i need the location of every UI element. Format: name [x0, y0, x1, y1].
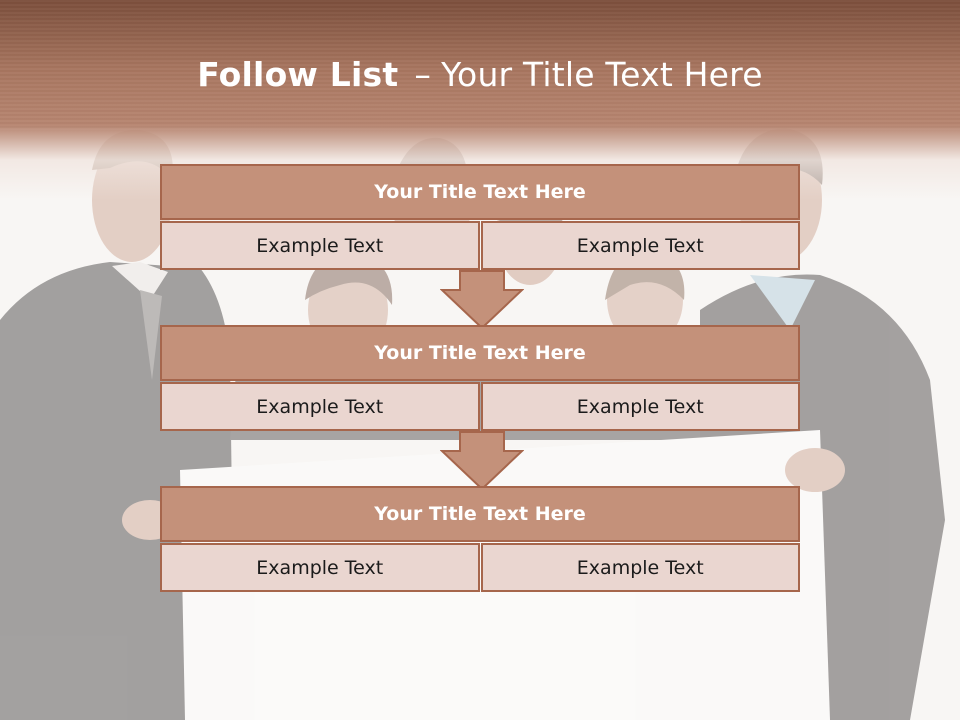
- page-title: Follow List–Your Title Text Here: [0, 55, 960, 94]
- block-cell-right: Example Text: [480, 382, 800, 431]
- woman-head-right: [607, 254, 683, 346]
- block-title: Your Title Text Here: [160, 164, 800, 220]
- title-dash: –: [414, 55, 432, 94]
- down-arrow-icon: [440, 431, 524, 491]
- block-row: Example Text Example Text: [160, 221, 800, 270]
- block-row: Example Text Example Text: [160, 543, 800, 592]
- block-cell-left: Example Text: [160, 382, 480, 431]
- list-block-1: Your Title Text Here Example Text Exampl…: [160, 164, 800, 270]
- block-title: Your Title Text Here: [160, 325, 800, 381]
- list-block-3: Your Title Text Here Example Text Exampl…: [160, 486, 800, 592]
- block-row: Example Text Example Text: [160, 382, 800, 431]
- block-title: Your Title Text Here: [160, 486, 800, 542]
- title-text: Your Title Text Here: [441, 55, 763, 94]
- down-arrow-icon: [440, 270, 524, 330]
- block-cell-left: Example Text: [160, 543, 480, 592]
- title-bold: Follow List: [197, 55, 399, 94]
- list-block-2: Your Title Text Here Example Text Exampl…: [160, 325, 800, 431]
- block-cell-right: Example Text: [480, 221, 800, 270]
- block-cell-right: Example Text: [480, 543, 800, 592]
- block-cell-left: Example Text: [160, 221, 480, 270]
